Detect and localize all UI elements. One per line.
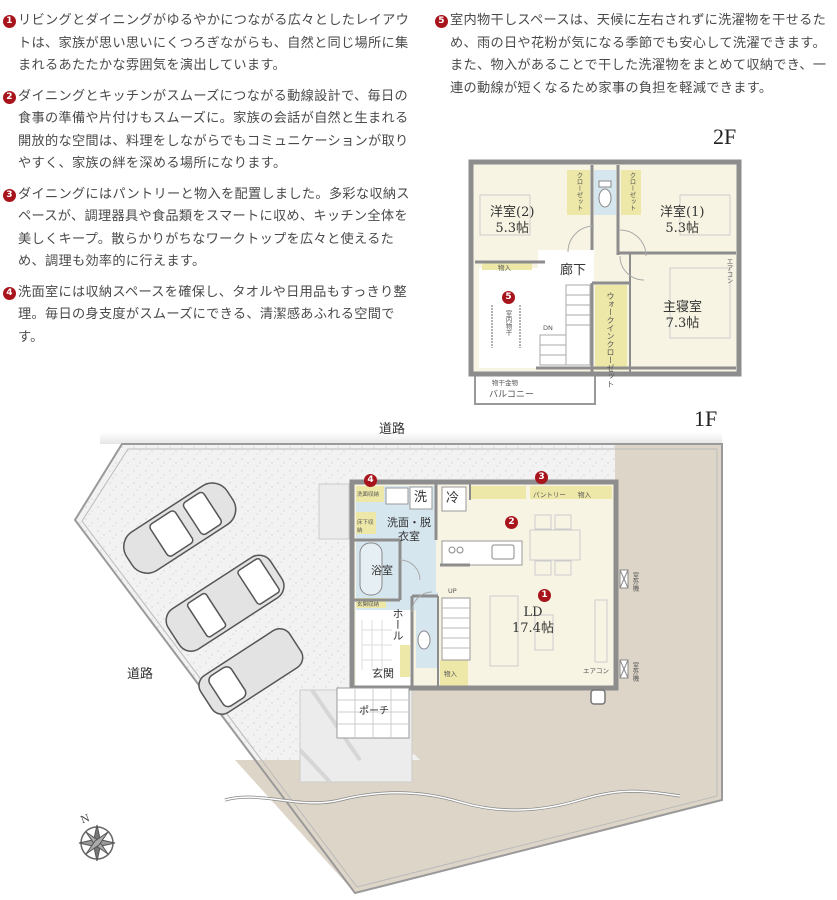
label-floor-storage: 床下収納 (357, 520, 374, 534)
description-text-5: 室内物干しスペースは、天候に左右されずに洗濯物を干せるため、雨の日や花粉が気にな… (450, 13, 827, 96)
description-text-2: ダイニングとキッチンがスムーズにつながる動線設計で、毎日の食事の準備や片付けもス… (18, 88, 409, 172)
badge-5: 5 (435, 15, 448, 28)
label-dn: DN (543, 324, 553, 332)
label-balcony: バルコニー (489, 390, 534, 400)
room-name: 主寝室 (663, 300, 703, 315)
label-washer: 洗 (414, 490, 428, 505)
room-master-bedroom: 主寝室 7.3帖 (663, 300, 702, 332)
floor-label-1f: 1F (694, 406, 718, 431)
compass-north-label: N (79, 812, 92, 827)
room-western-1: 洋室(1) 5.3帖 (660, 205, 704, 237)
room-entrance: 玄関 (372, 667, 394, 680)
room-western-2: 洋室(2) 5.3帖 (490, 205, 534, 237)
room-size: 7.3帖 (665, 316, 700, 331)
badge-2: 2 (3, 90, 16, 104)
label-storage-1f-top: 物入 (578, 491, 591, 499)
badge-1: 1 (3, 15, 16, 28)
label-up: UP (448, 587, 457, 595)
label-aircon-2f: エアコン (725, 258, 733, 284)
description-text-1: リビングとダイニングがゆるやかにつながる広々としたレイアウトは、家族が思い思いに… (18, 13, 410, 73)
compass-rose-icon (80, 826, 114, 860)
badge-4: 4 (3, 286, 16, 300)
label-storage-2f: 物入 (498, 264, 511, 272)
room-size: 5.3帖 (495, 221, 530, 236)
label-closet-left: クローゼット (575, 172, 583, 211)
label-drying-hardware: 物干金物 (492, 379, 518, 387)
road-label-top: 道路 (379, 422, 406, 437)
label-closet-right: クローゼット (628, 172, 636, 211)
plan-badge-2: 2 (505, 516, 518, 529)
label-wash-storage: 洗面収納 (357, 492, 380, 498)
badge-3: 3 (3, 188, 16, 202)
label-outdoor-unit-2: 室外機 (631, 662, 639, 682)
room-corridor: 廊下 (560, 263, 587, 278)
label-shoe-storage: 玄関収納 (357, 602, 380, 608)
description-text-3: ダイニングにはパントリーと物入を配置しました。多彩な収納スペースが、調理器具や食… (18, 186, 410, 270)
description-text-4: 洗面室には収納スペースを確保し、タオルや日用品もすっきり整理。毎日の身支度がスム… (18, 284, 408, 345)
room-porch: ポーチ (359, 706, 389, 717)
label-indoor-drying: 室内物干 (504, 310, 512, 336)
room-washroom: 洗面・脱衣室 (387, 516, 431, 543)
room-bath: 浴室 (371, 564, 393, 577)
plan-badge-5: 5 (502, 291, 515, 304)
label-outdoor-unit-1: 室外機 (631, 572, 639, 592)
room-size: 17.4帖 (512, 621, 554, 636)
road-label-left: 道路 (127, 667, 154, 682)
floor-label-2f: 2F (713, 124, 737, 149)
label-pantry: パントリー (533, 491, 566, 499)
plan-badge-4: 4 (364, 474, 377, 487)
room-living-dining: LD 17.4帖 (512, 605, 554, 637)
label-aircon-1f: エアコン (583, 667, 609, 675)
room-size: 5.3帖 (665, 221, 700, 236)
label-storage-1f-stairs: 物入 (444, 670, 457, 678)
room-name: 洋室(1) (660, 205, 705, 220)
plan-badge-1: 1 (538, 589, 551, 602)
room-name: LD (523, 605, 543, 620)
label-walk-in-closet: ウォークインクローゼット (606, 292, 615, 388)
plan-badge-3: 3 (535, 471, 548, 484)
label-fridge: 冷 (446, 491, 460, 506)
room-hall: ホール (391, 608, 404, 641)
room-name: 洋室(2) (490, 205, 535, 220)
